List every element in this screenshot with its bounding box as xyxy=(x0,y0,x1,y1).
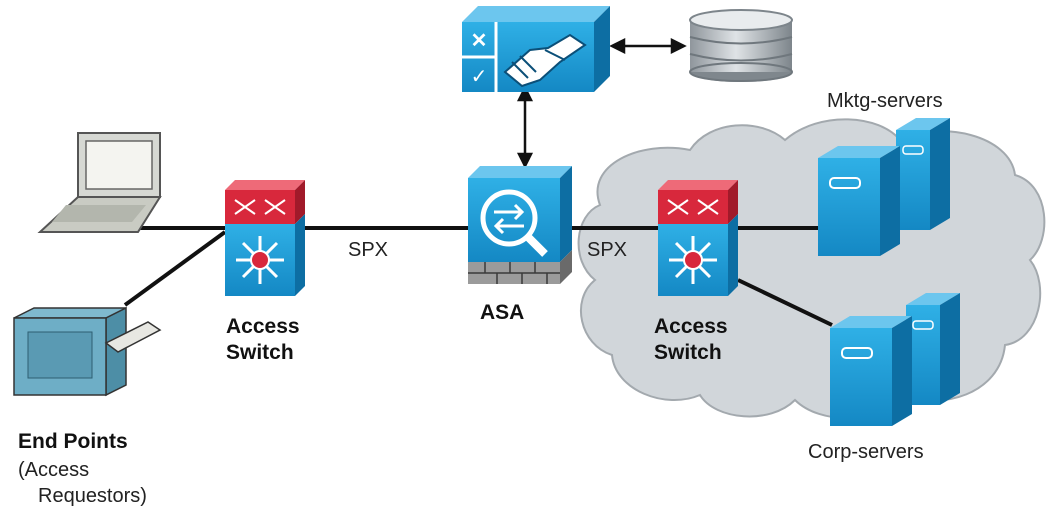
multilayer-switch-icon xyxy=(225,180,305,296)
endpoints-sub-line2: Requestors) xyxy=(38,485,147,507)
server-tower-icon xyxy=(906,293,960,405)
endpoints-title: End Points xyxy=(18,430,128,453)
link-printer-switch xyxy=(123,230,227,307)
multilayer-switch-icon xyxy=(658,180,738,296)
spx-label-right: SPX xyxy=(587,239,628,261)
arrow-links xyxy=(516,37,687,169)
handshake-policy-server-icon: ✕ ✓ xyxy=(462,6,610,92)
server-tower-icon xyxy=(830,316,912,426)
asa-label: ASA xyxy=(480,301,525,324)
link-switch-corp xyxy=(737,278,833,327)
cloud-icon xyxy=(577,118,1046,420)
access-switch-right-line1: Access xyxy=(654,315,728,338)
server-tower-icon xyxy=(818,146,900,256)
svg-text:✓: ✓ xyxy=(471,64,488,88)
access-switch-left-line2: Switch xyxy=(226,341,294,364)
access-switch-left-line1: Access xyxy=(226,315,300,338)
server-tower-icon xyxy=(896,118,950,230)
printer-icon xyxy=(13,306,162,397)
asa-firewall-icon xyxy=(468,166,572,284)
database-icon xyxy=(689,9,793,82)
access-switch-right-line2: Switch xyxy=(654,341,722,364)
laptop-icon xyxy=(37,132,162,233)
connection-lines xyxy=(123,226,833,327)
spx-label-left: SPX xyxy=(348,239,389,261)
endpoints-sub-line1: (Access xyxy=(18,459,90,481)
mktg-servers-label: Mktg-servers xyxy=(827,90,943,112)
svg-text:✕: ✕ xyxy=(471,30,488,52)
corp-servers-label: Corp-servers xyxy=(808,441,924,463)
